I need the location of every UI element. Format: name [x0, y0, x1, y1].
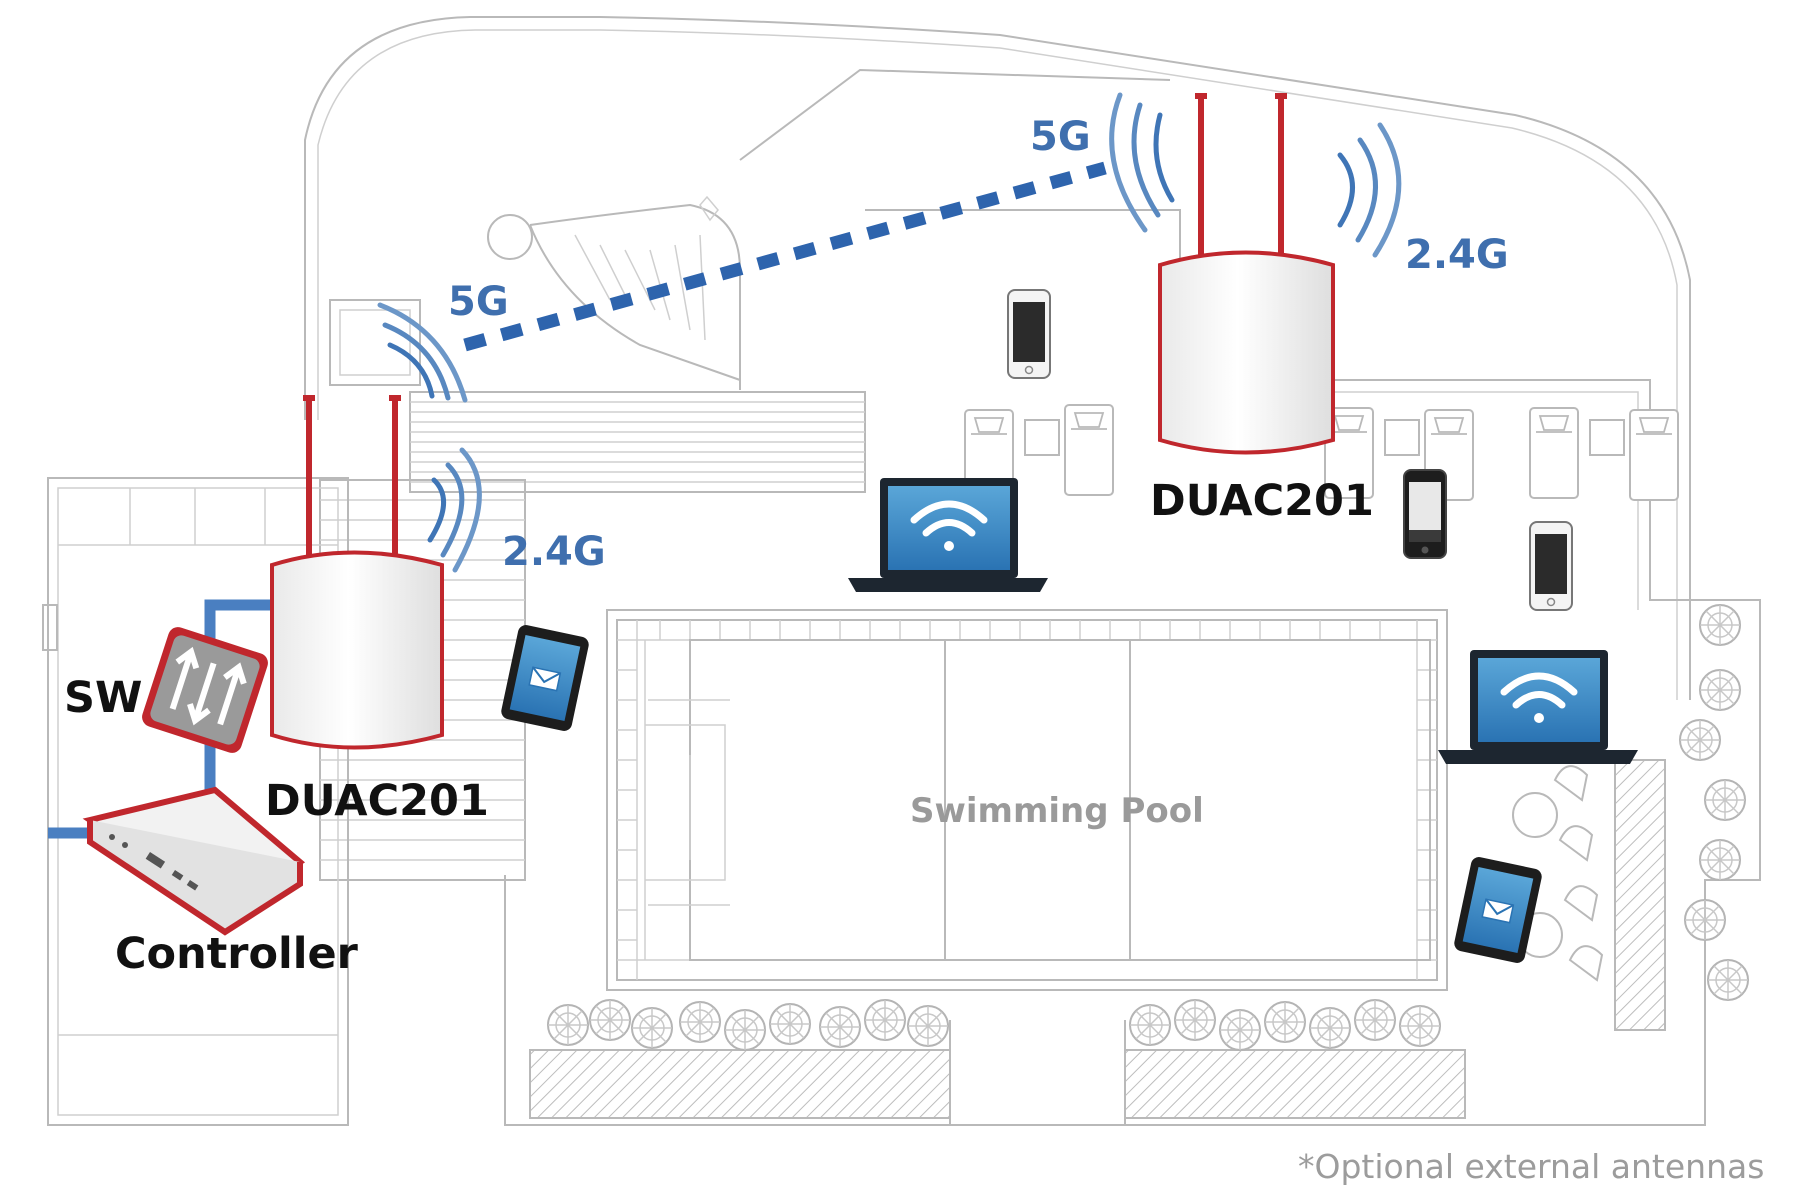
access-point-icon — [1158, 93, 1335, 455]
patio-chairs — [1512, 765, 1604, 982]
controller-icon — [82, 786, 306, 936]
spiral-staircase — [487, 195, 741, 390]
ap-label-left: DUAC201 — [265, 776, 489, 826]
band-label-24g-right: 2.4G — [1405, 232, 1509, 278]
smartphone-icon — [1529, 521, 1573, 611]
pool-label: Swimming Pool — [910, 791, 1204, 831]
laptop-icon — [848, 478, 1048, 592]
tablet-icon — [501, 625, 589, 731]
tablet-icon — [1454, 857, 1542, 963]
indoor-room — [42, 477, 349, 1126]
footnote: *Optional external antennas — [1298, 1147, 1764, 1186]
floor-plan — [42, 16, 1761, 1126]
laptop-icon — [1438, 650, 1638, 764]
switch-icon — [142, 627, 268, 753]
switch-label: SW — [64, 673, 142, 723]
controller-label: Controller — [115, 929, 359, 979]
band-label-5g-right: 5G — [1030, 114, 1091, 160]
smartphone-icon — [1403, 469, 1447, 559]
signal-waves-left — [377, 302, 482, 573]
ap-label-right: DUAC201 — [1150, 476, 1374, 526]
wifi-signal-icon — [1500, 672, 1578, 723]
wifi-signal-icon — [910, 500, 988, 551]
access-point-icon — [270, 395, 444, 750]
band-label-5g-left: 5G — [448, 279, 509, 325]
planters — [529, 759, 1666, 1125]
lounge-chairs — [964, 404, 1679, 501]
band-label-24g-left: 2.4G — [502, 529, 606, 575]
smartphone-icon — [1007, 289, 1051, 379]
swimming-pool — [606, 609, 1448, 991]
signal-waves-right — [1109, 92, 1402, 258]
